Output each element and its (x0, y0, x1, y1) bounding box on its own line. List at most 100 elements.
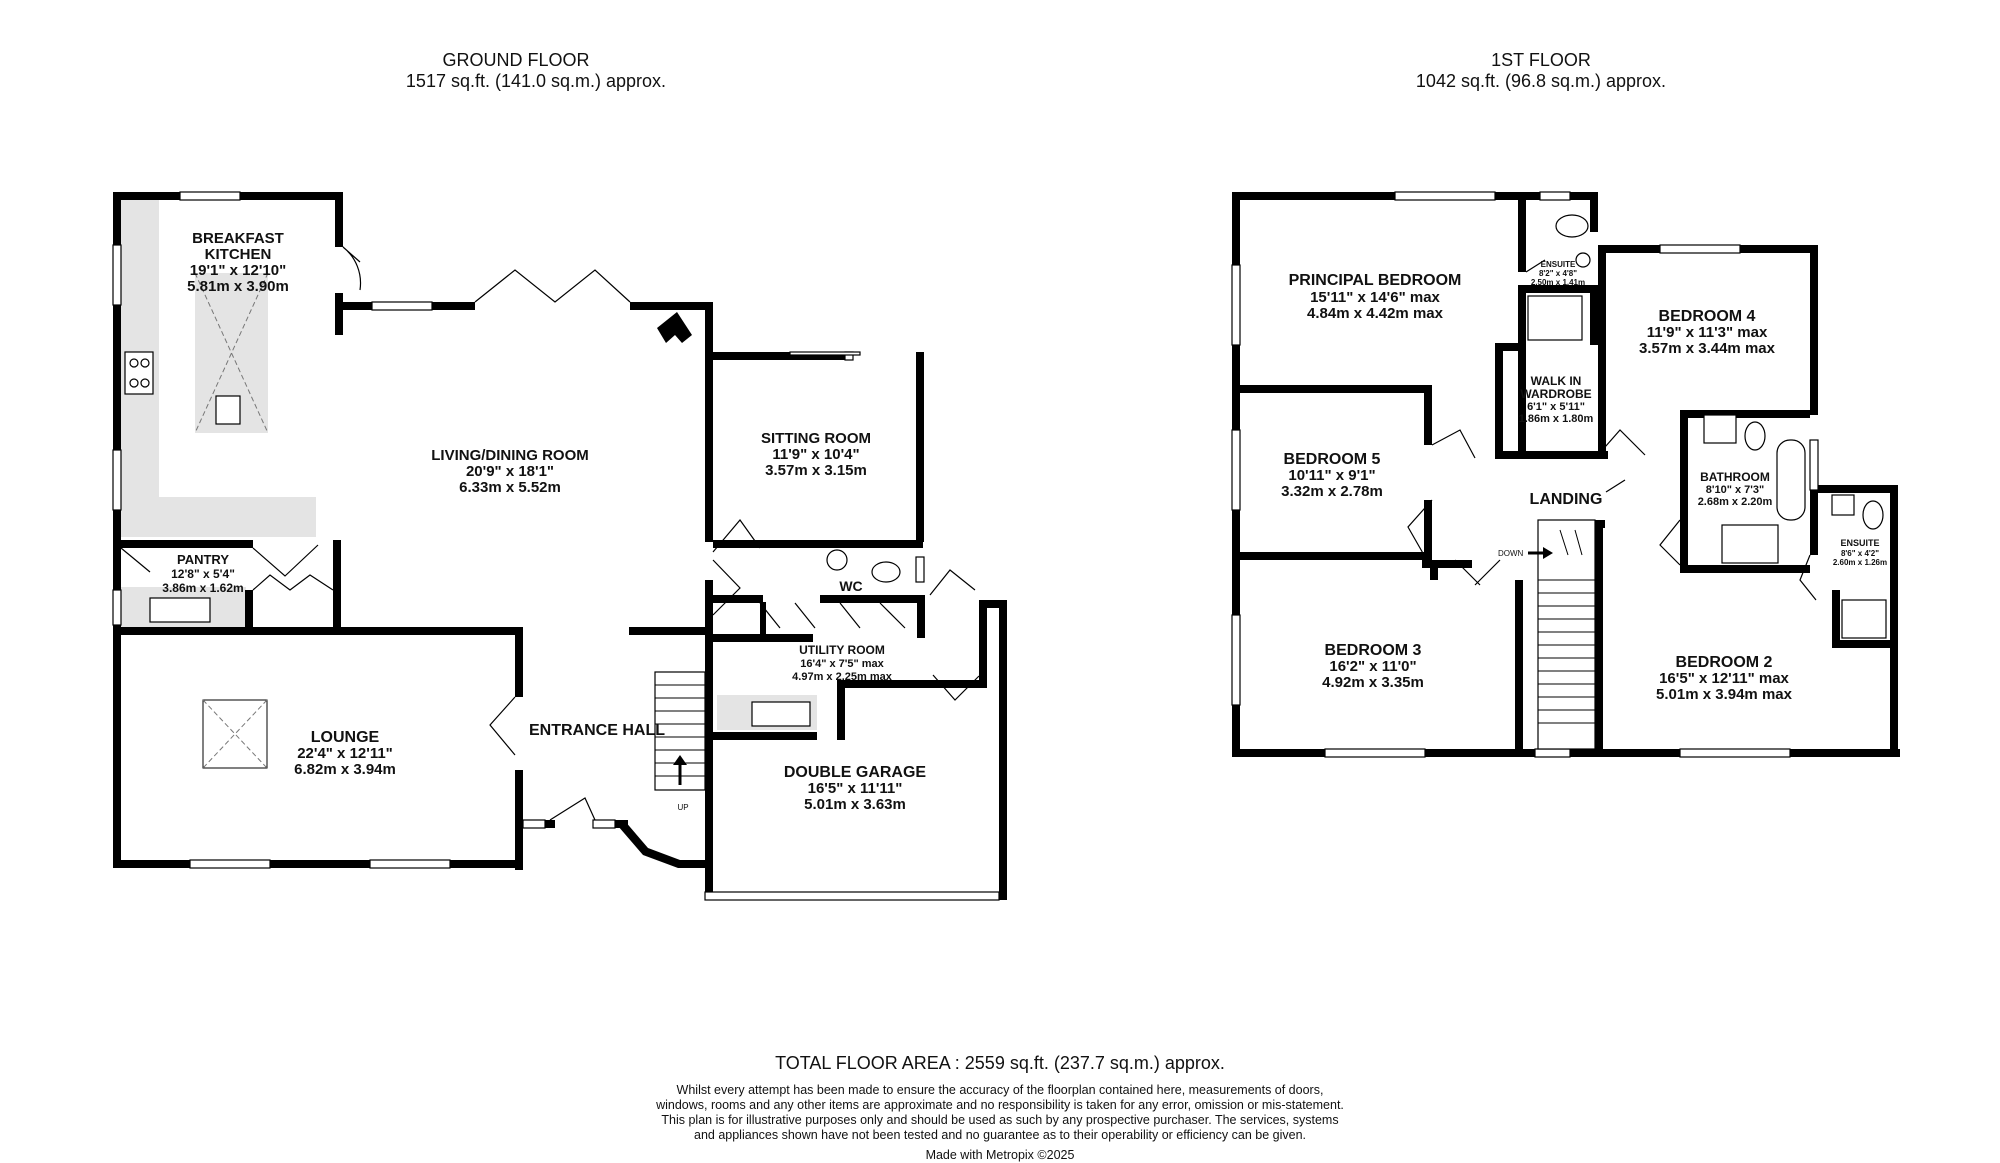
ground-stairs: UP (654, 671, 706, 812)
svg-text:16'2" x 11'0": 16'2" x 11'0" (1329, 658, 1416, 675)
stairs-down-label: DOWN (1498, 549, 1524, 558)
metropix-credit: Made with Metropix ©2025 (925, 1148, 1075, 1162)
kitchen-counter-bottom (121, 497, 316, 537)
svg-text:2.68m x 2.20m: 2.68m x 2.20m (1698, 496, 1773, 508)
svg-text:8'10" x 7'3": 8'10" x 7'3" (1706, 484, 1764, 496)
room-breakfast-kitchen: BREAKFAST KITCHEN 19'1" x 12'10" 5.81m x… (187, 230, 289, 295)
stairs-up-label: UP (677, 803, 688, 812)
svg-text:2.60m x 1.26m: 2.60m x 1.26m (1833, 558, 1887, 567)
room-double-garage: DOUBLE GARAGE 16'5" x 11'11" 5.01m x 3.6… (784, 764, 927, 813)
ground-floor-header: GROUND FLOOR 1517 sq.ft. (141.0 sq.m.) a… (406, 50, 666, 91)
room-bedroom-4: BEDROOM 4 11'9" x 11'3" max 3.57m x 3.44… (1639, 308, 1776, 357)
svg-text:6'1" x 5'11": 6'1" x 5'11" (1527, 401, 1585, 413)
svg-text:5.81m x 3.90m: 5.81m x 3.90m (187, 278, 289, 295)
svg-text:6.82m x 3.94m: 6.82m x 3.94m (294, 761, 396, 778)
svg-text:PANTRY: PANTRY (177, 552, 229, 567)
ground-floor-area: 1517 sq.ft. (141.0 sq.m.) approx. (406, 71, 666, 91)
svg-text:BEDROOM 5: BEDROOM 5 (1284, 451, 1381, 468)
svg-text:LOUNGE: LOUNGE (311, 729, 380, 746)
svg-text:5.01m x 3.63m: 5.01m x 3.63m (804, 796, 906, 813)
room-bedroom-5: BEDROOM 5 10'11" x 9'1" 3.32m x 2.78m (1281, 451, 1383, 500)
svg-text:BEDROOM 3: BEDROOM 3 (1325, 642, 1422, 659)
svg-text:3.86m x 1.62m: 3.86m x 1.62m (162, 581, 243, 595)
svg-text:16'5" x 11'11": 16'5" x 11'11" (808, 780, 903, 797)
bath-icon (1776, 439, 1806, 521)
svg-text:3.57m x 3.44m max: 3.57m x 3.44m max (1639, 340, 1776, 357)
first-floor-stairs: DOWN (1498, 519, 1596, 750)
svg-text:11'9" x 11'3" max: 11'9" x 11'3" max (1647, 324, 1768, 341)
ensuite-basin-icon (1575, 252, 1591, 268)
svg-text:3.57m x 3.15m: 3.57m x 3.15m (765, 462, 867, 479)
hob-icon (124, 351, 154, 395)
room-utility: UTILITY ROOM 16'4" x 7'5" max 4.97m x 2.… (792, 643, 893, 683)
ensuite2-shower-icon (1841, 599, 1887, 639)
first-floor-plan: DOWN PRINCIPAL BEDROOM 15'11" x 14'6" ma… (1231, 191, 1900, 758)
ensuite2-basin-icon (1831, 494, 1855, 516)
svg-text:22'4" x 12'11": 22'4" x 12'11" (297, 745, 393, 762)
wc-basin-icon (826, 549, 848, 571)
room-walk-in-wardrobe: WALK IN WARDROBE 6'1" x 5'11" 1.86m x 1.… (1519, 374, 1594, 425)
svg-text:LANDING: LANDING (1530, 491, 1603, 508)
ground-floor-title: GROUND FLOOR (442, 50, 589, 70)
room-pantry: PANTRY 12'8" x 5'4" 3.86m x 1.62m (162, 552, 243, 595)
svg-text:15'11" x 14'6" max: 15'11" x 14'6" max (1310, 289, 1440, 306)
svg-text:WC: WC (839, 578, 862, 594)
first-floor-area: 1042 sq.ft. (96.8 sq.m.) approx. (1416, 71, 1666, 91)
room-wc: WC (839, 578, 862, 594)
ground-floor-plan: UP BREAKFAST KITCHEN 19'1" x 12'10" 5.81… (112, 191, 1007, 901)
svg-text:UTILITY ROOM: UTILITY ROOM (799, 643, 885, 657)
svg-text:8'2" x 4'8": 8'2" x 4'8" (1539, 269, 1577, 278)
room-ensuite-1: ENSUITE 8'2" x 4'8" 2.50m x 1.41m (1531, 260, 1585, 287)
room-bathroom: BATHROOM 8'10" x 7'3" 2.68m x 2.20m (1698, 470, 1773, 508)
svg-text:4.84m x 4.42m max: 4.84m x 4.42m max (1307, 305, 1444, 322)
ensuite2-toilet-icon (1862, 500, 1884, 530)
svg-text:5.01m x 3.94m max: 5.01m x 3.94m max (1656, 686, 1793, 703)
svg-text:1.86m x 1.80m: 1.86m x 1.80m (1519, 413, 1594, 425)
svg-text:11'9" x 10'4": 11'9" x 10'4" (772, 446, 859, 463)
svg-text:KITCHEN: KITCHEN (205, 246, 272, 263)
svg-text:10'11" x 9'1": 10'11" x 9'1" (1288, 467, 1375, 484)
svg-text:BATHROOM: BATHROOM (1700, 470, 1770, 484)
svg-text:DOUBLE GARAGE: DOUBLE GARAGE (784, 764, 927, 781)
svg-text:6.33m x 5.52m: 6.33m x 5.52m (459, 479, 561, 496)
svg-text:12'8" x 5'4": 12'8" x 5'4" (171, 567, 235, 581)
first-floor-header: 1ST FLOOR 1042 sq.ft. (96.8 sq.m.) appro… (1416, 50, 1666, 91)
svg-text:20'9" x 18'1": 20'9" x 18'1" (466, 463, 554, 480)
ensuite-shower-icon (1527, 295, 1583, 341)
disclaimer-text: Whilst every attempt has been made to en… (656, 1083, 1344, 1142)
svg-text:LIVING/DINING ROOM: LIVING/DINING ROOM (431, 447, 589, 464)
svg-text:BREAKFAST: BREAKFAST (192, 230, 284, 247)
bathroom-shower-icon (1721, 524, 1779, 564)
room-ensuite-2: ENSUITE 8'6" x 4'2" 2.60m x 1.26m (1833, 538, 1887, 567)
svg-text:BEDROOM 4: BEDROOM 4 (1659, 308, 1756, 325)
svg-text:3.32m x 2.78m: 3.32m x 2.78m (1281, 483, 1383, 500)
room-living-dining: LIVING/DINING ROOM 20'9" x 18'1" 6.33m x… (431, 447, 589, 496)
svg-text:4.97m x 2.25m max: 4.97m x 2.25m max (792, 671, 893, 683)
svg-text:16'4" x 7'5" max: 16'4" x 7'5" max (800, 658, 884, 670)
room-landing: LANDING (1530, 491, 1603, 508)
room-bedroom-3: BEDROOM 3 16'2" x 11'0" 4.92m x 3.35m (1322, 642, 1424, 691)
svg-text:19'1" x 12'10": 19'1" x 12'10" (190, 262, 286, 279)
stove-icon (657, 312, 692, 343)
svg-text:8'6" x 4'2": 8'6" x 4'2" (1841, 549, 1879, 558)
room-bedroom-2: BEDROOM 2 16'5" x 12'11" max 5.01m x 3.9… (1656, 654, 1793, 703)
svg-text:SITTING ROOM: SITTING ROOM (761, 430, 871, 447)
wc-toilet-icon (871, 561, 901, 583)
bathroom-basin-icon (1703, 414, 1737, 444)
room-principal-bedroom: PRINCIPAL BEDROOM 15'11" x 14'6" max 4.8… (1289, 272, 1462, 322)
svg-text:16'5" x 12'11" max: 16'5" x 12'11" max (1659, 670, 1789, 687)
svg-text:ENSUITE: ENSUITE (1840, 538, 1879, 548)
bathroom-toilet-icon (1744, 421, 1766, 451)
kitchen-sink-icon (215, 395, 241, 425)
ensuite-toilet-icon (1555, 214, 1589, 238)
svg-text:4.92m x 3.35m: 4.92m x 3.35m (1322, 674, 1424, 691)
svg-text:BEDROOM 2: BEDROOM 2 (1676, 654, 1773, 671)
svg-text:PRINCIPAL BEDROOM: PRINCIPAL BEDROOM (1289, 272, 1462, 289)
room-entrance-hall: ENTRANCE HALL (529, 722, 665, 739)
pantry-sink-icon (149, 597, 211, 623)
room-lounge: LOUNGE 22'4" x 12'11" 6.82m x 3.94m (294, 729, 396, 778)
svg-text:ENSUITE: ENSUITE (1541, 260, 1576, 269)
utility-sink-icon (751, 701, 811, 727)
svg-text:WARDROBE: WARDROBE (1520, 387, 1591, 401)
